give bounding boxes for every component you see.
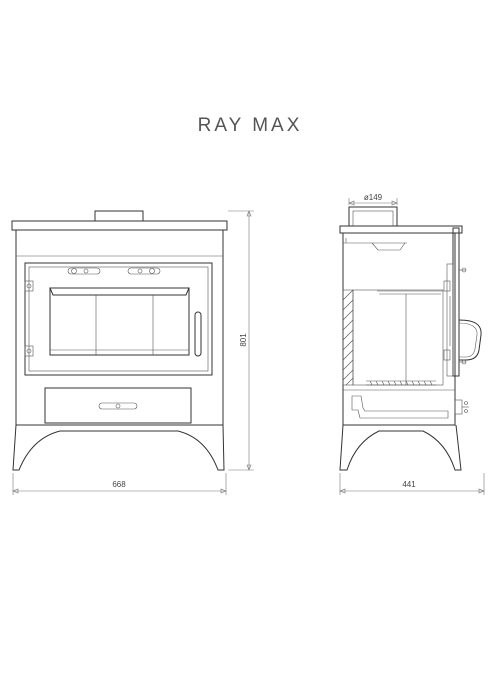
front-top-plate bbox=[11, 220, 228, 231]
front-hinge-bottom bbox=[24, 345, 34, 357]
front-view: 668 801 bbox=[11, 210, 254, 495]
front-air-control-left bbox=[67, 267, 101, 275]
side-door-profile bbox=[443, 227, 467, 377]
side-depth-dimension bbox=[339, 473, 485, 495]
front-legs bbox=[12, 424, 225, 471]
front-height-dimension bbox=[228, 210, 254, 471]
page-title: RAY MAX bbox=[197, 115, 303, 136]
side-rear-insulation bbox=[342, 289, 354, 386]
front-hinge-top bbox=[24, 280, 34, 292]
side-top-plate bbox=[339, 225, 463, 234]
side-depth-label: 441 bbox=[402, 480, 416, 489]
side-firebox bbox=[352, 289, 444, 386]
side-baffle-bracket bbox=[371, 242, 406, 251]
side-flue-inner bbox=[352, 210, 394, 227]
front-door bbox=[24, 262, 213, 376]
front-width-label: 668 bbox=[112, 480, 126, 489]
side-grate bbox=[366, 380, 436, 386]
side-flue-label: ø149 bbox=[364, 193, 383, 202]
side-ash-pan bbox=[351, 395, 449, 419]
side-view: ø149 bbox=[339, 193, 485, 495]
front-height-label: 801 bbox=[239, 333, 248, 347]
front-body bbox=[15, 229, 224, 426]
front-door-glass bbox=[49, 287, 190, 356]
side-door-handle bbox=[458, 319, 482, 361]
side-flue-dimension bbox=[348, 198, 398, 206]
front-air-control-right bbox=[127, 267, 161, 275]
side-flue-pipe bbox=[348, 206, 398, 227]
front-ash-drawer bbox=[44, 387, 192, 424]
front-flue-collar bbox=[94, 210, 144, 222]
front-drawer-handle bbox=[98, 402, 138, 410]
front-door-inner bbox=[28, 266, 209, 372]
side-legs bbox=[339, 424, 462, 471]
front-width-dimension bbox=[12, 473, 227, 495]
side-drawer-knob bbox=[454, 399, 469, 415]
front-door-handle bbox=[194, 311, 202, 357]
